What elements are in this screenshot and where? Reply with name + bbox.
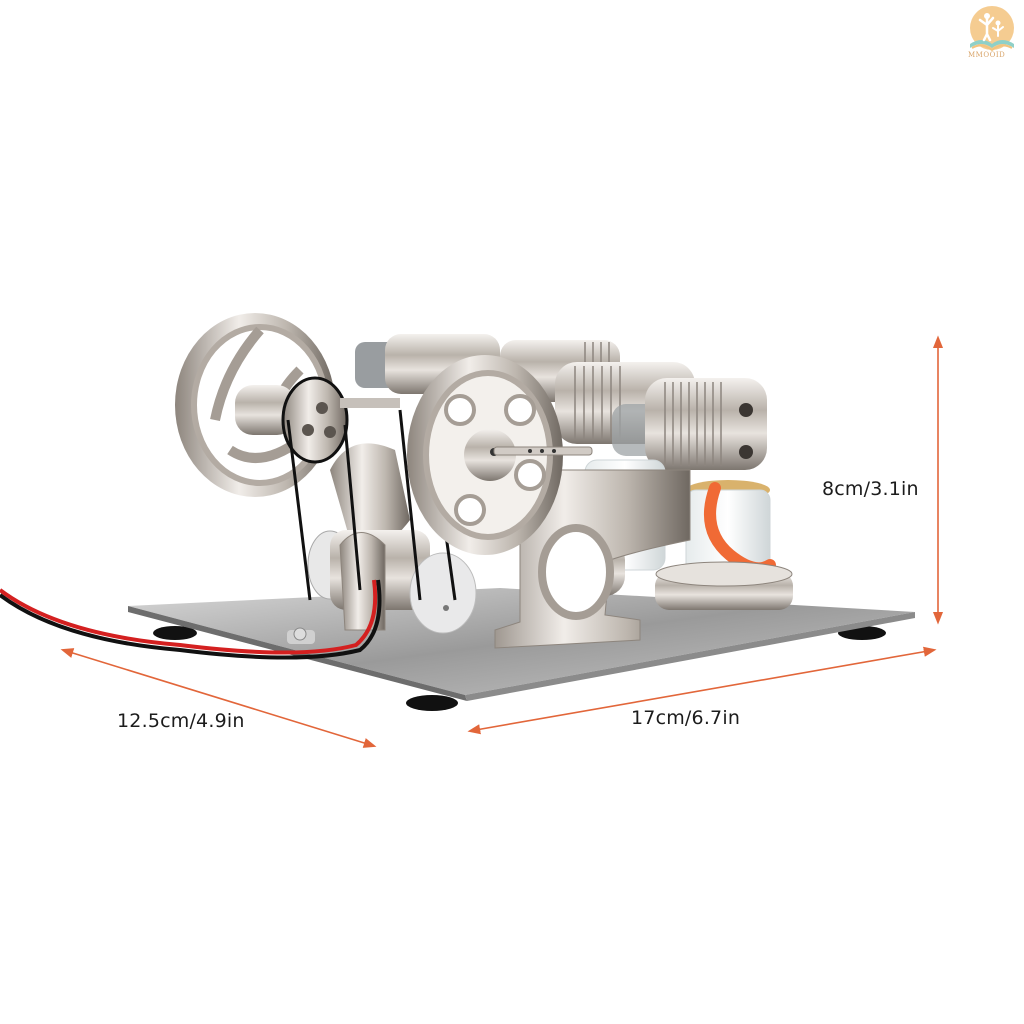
width-dimension-arrow — [467, 646, 937, 735]
depth-dimension-arrow — [60, 648, 377, 748]
height-dimension-label: 8cm/3.1in — [822, 478, 919, 500]
cylinder-front — [555, 362, 767, 470]
rear-flywheel — [175, 313, 400, 497]
brand-logo-icon — [970, 6, 1014, 52]
front-flywheel — [407, 355, 593, 555]
depth-dimension-label: 12.5cm/4.9in — [117, 710, 245, 732]
watermark-text: MMOOID — [968, 51, 1006, 59]
dimension-arrows — [60, 335, 944, 748]
width-dimension-label: 17cm/6.7in — [631, 707, 741, 729]
